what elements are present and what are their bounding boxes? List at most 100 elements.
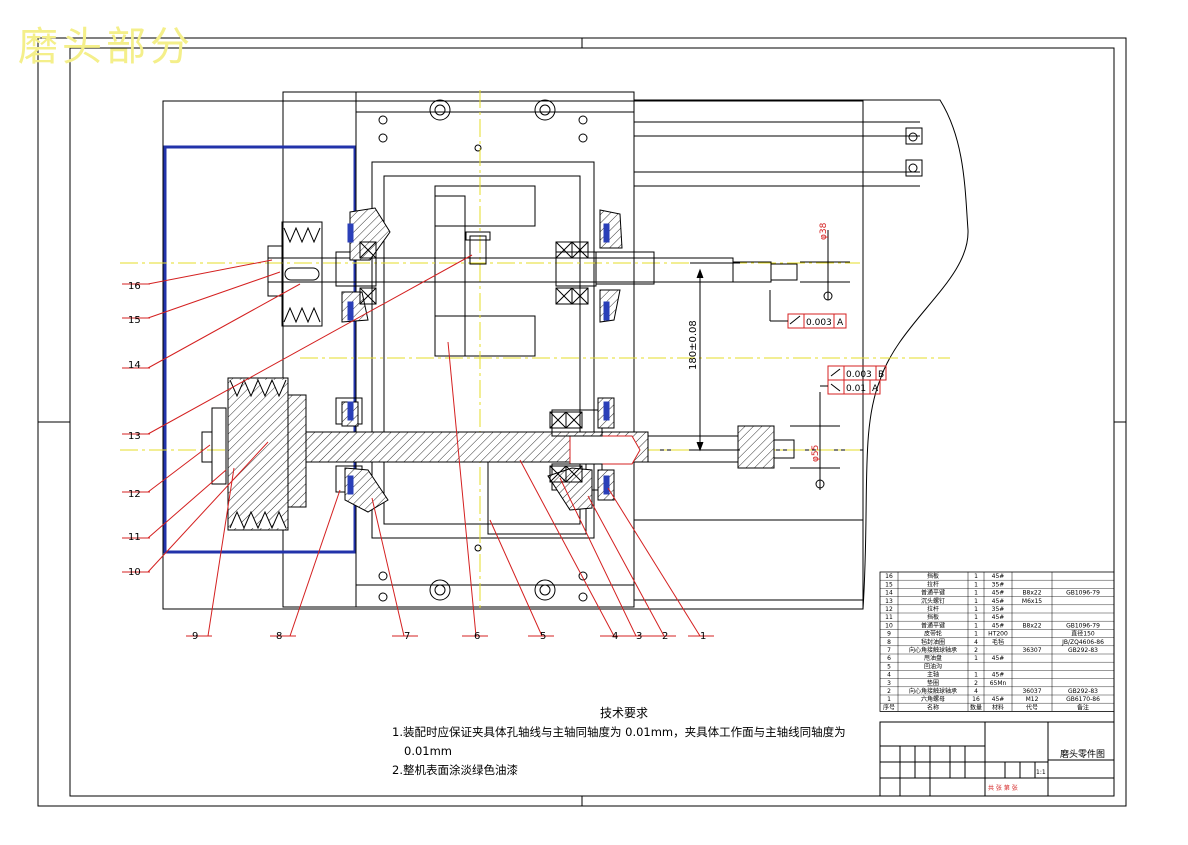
balloon-1: 1	[700, 631, 706, 642]
bom-cell: 挡板	[927, 572, 939, 580]
bom-cell: 直径150	[1071, 630, 1095, 638]
bom-cell: 毡封油圈	[921, 638, 945, 646]
bom-cell: B8x22	[1022, 590, 1041, 597]
seals	[347, 223, 610, 495]
bom-cell: 45#	[992, 672, 1005, 679]
upper-diameter-text: φ38	[819, 222, 829, 240]
bom-cell: 35#	[992, 581, 1005, 588]
lower-spindle	[201, 377, 795, 531]
bom-cell: B8x22	[1022, 622, 1041, 629]
center-distance-text: 180±0.08	[688, 320, 699, 370]
bom-cell: 皮带轮	[924, 630, 942, 638]
tol-mid2-datum: A	[872, 384, 879, 394]
bolt-holes	[378, 99, 588, 602]
bom-cell: 11	[885, 614, 893, 621]
balloon-2: 2	[662, 631, 668, 642]
tolerance-frame-mid	[820, 365, 887, 395]
bom-cell: 1	[974, 573, 978, 580]
tech-title: 技术要求	[600, 706, 649, 720]
tol-top-value: 0.003	[806, 318, 832, 328]
bom-header: 序号	[883, 703, 895, 711]
bom-cell: 普通平键	[921, 589, 945, 597]
bom-cell: 1	[974, 622, 978, 629]
bom-header: 材料	[992, 703, 1004, 711]
watermark-title: 磨头部分	[18, 24, 194, 70]
bom-cell: HT200	[988, 631, 1008, 638]
upper-shaft	[267, 221, 798, 327]
tol-top-datum: A	[837, 318, 844, 328]
bom-cell: 2	[887, 688, 891, 695]
bom-cell: 垫圈	[927, 679, 939, 687]
bom-cell: GB1096-79	[1066, 622, 1100, 629]
bom-cell: 1	[887, 696, 891, 703]
bom-cell: JB/ZQ4606-86	[1061, 639, 1104, 646]
bom-cell: 向心角接触球轴承	[909, 687, 957, 695]
bom-cell: 36307	[1022, 647, 1041, 654]
bom-cell: 挡板	[927, 613, 939, 621]
bom-cell: 4	[974, 639, 978, 646]
bom-cell: 12	[885, 606, 893, 613]
bom-cell: 9	[887, 631, 891, 638]
bom-cell: 沉头螺钉	[921, 597, 945, 605]
balloon-12: 12	[128, 489, 141, 500]
bom-cell: 1	[974, 614, 978, 621]
bom-cell: 甩油盘	[924, 654, 942, 662]
balloon-5: 5	[540, 631, 546, 642]
bom-cell: 向心角接触球轴承	[909, 646, 957, 654]
bom-cell: 16	[885, 573, 893, 580]
tech-line-1b: 0.01mm	[404, 744, 453, 758]
balloon-6: 6	[474, 631, 480, 642]
bom-cell: 1	[974, 590, 978, 597]
bom-cell: 14	[885, 590, 893, 597]
bom-cell: M12	[1026, 696, 1039, 703]
tol-mid2-value: 0.01	[846, 384, 866, 394]
balloon-16: 16	[128, 281, 141, 292]
bom-cell: 7	[887, 647, 891, 654]
bom-cell: 1	[974, 631, 978, 638]
bom-header: 数量	[970, 703, 982, 711]
bom-cell: 45#	[992, 614, 1005, 621]
bom-cell: 45#	[992, 573, 1005, 580]
bom-cell: 毛毡	[992, 638, 1004, 646]
tech-line-1: 1.装配时应保证夹具体孔轴线与主轴同轴度为 0.01mm，夹具体工作面与主轴线同…	[392, 725, 846, 739]
bom-cell: 主轴	[927, 671, 939, 679]
bom-cell: 3	[887, 680, 891, 687]
balloon-14: 14	[128, 360, 141, 371]
bom-cell: 1	[974, 655, 978, 662]
bom-header: 备注	[1077, 703, 1089, 711]
center-screw	[465, 231, 491, 265]
bom-cell: 45#	[992, 655, 1005, 662]
tolerance-frame-top	[769, 290, 847, 329]
bom-cell: 六角螺母	[921, 695, 945, 703]
bom-cell: 2	[974, 680, 978, 687]
bom-cell: 13	[885, 598, 893, 605]
bom-cell: 1	[974, 581, 978, 588]
bom-cell: 回油沟	[924, 662, 942, 670]
bom-cell: 10	[885, 622, 893, 629]
bom-cell: 1	[974, 672, 978, 679]
diameter-dimensions	[790, 230, 850, 490]
bearings	[359, 241, 589, 483]
center-distance-dimension	[690, 262, 740, 452]
bom-cell: M6x15	[1022, 598, 1042, 605]
leader-lines	[147, 254, 701, 637]
tech-line-2: 2.整机表面涂淡绿色油漆	[392, 763, 518, 777]
title-block	[879, 721, 1115, 797]
bom-cell: 45#	[992, 598, 1005, 605]
balloon-3: 3	[636, 631, 642, 642]
balloon-11: 11	[128, 532, 141, 543]
drawing-scale: 1:1	[1036, 769, 1046, 776]
bom-cell: 45#	[992, 622, 1005, 629]
bom-cell: 35#	[992, 606, 1005, 613]
bom-cell: GB1096-79	[1066, 590, 1100, 597]
bom-cell: 4	[887, 672, 891, 679]
bom-cell: 1	[974, 606, 978, 613]
bom-cell: 6	[887, 655, 891, 662]
bom-cell: 65Mn	[990, 680, 1007, 687]
bom-header: 代号	[1026, 703, 1038, 711]
bom-cell: 拉杆	[927, 580, 939, 588]
centring-marks	[38, 38, 1126, 806]
